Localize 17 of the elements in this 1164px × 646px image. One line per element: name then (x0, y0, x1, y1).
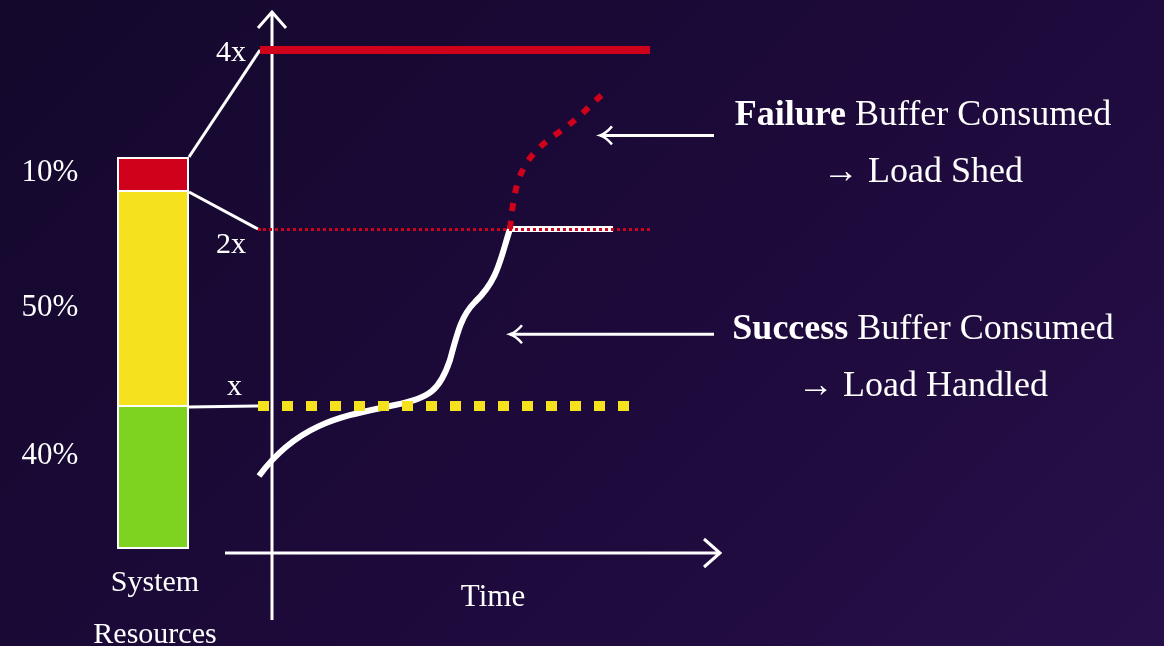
annotation-text: Failure Buffer Consumed → Load Shed (733, 92, 1113, 192)
axis-label: System Resources (92, 563, 218, 646)
level-label: x (226, 367, 242, 403)
level-label: 4x (215, 33, 246, 69)
axis-label: Time (459, 577, 527, 615)
percent-label: 50% (20, 287, 80, 325)
percent-label: 10% (20, 152, 80, 190)
leader-line (188, 404, 259, 409)
load-curve (256, 226, 613, 478)
annotation-text: Success Buffer Consumed → Load Handled (731, 306, 1115, 406)
resource-bar-segment (117, 192, 189, 407)
threshold-line (258, 228, 650, 232)
level-label: 2x (215, 225, 246, 261)
resource-bar-segment (117, 157, 189, 192)
percent-label: 40% (20, 435, 80, 473)
leader-line (188, 190, 259, 231)
leader-line (187, 49, 262, 158)
